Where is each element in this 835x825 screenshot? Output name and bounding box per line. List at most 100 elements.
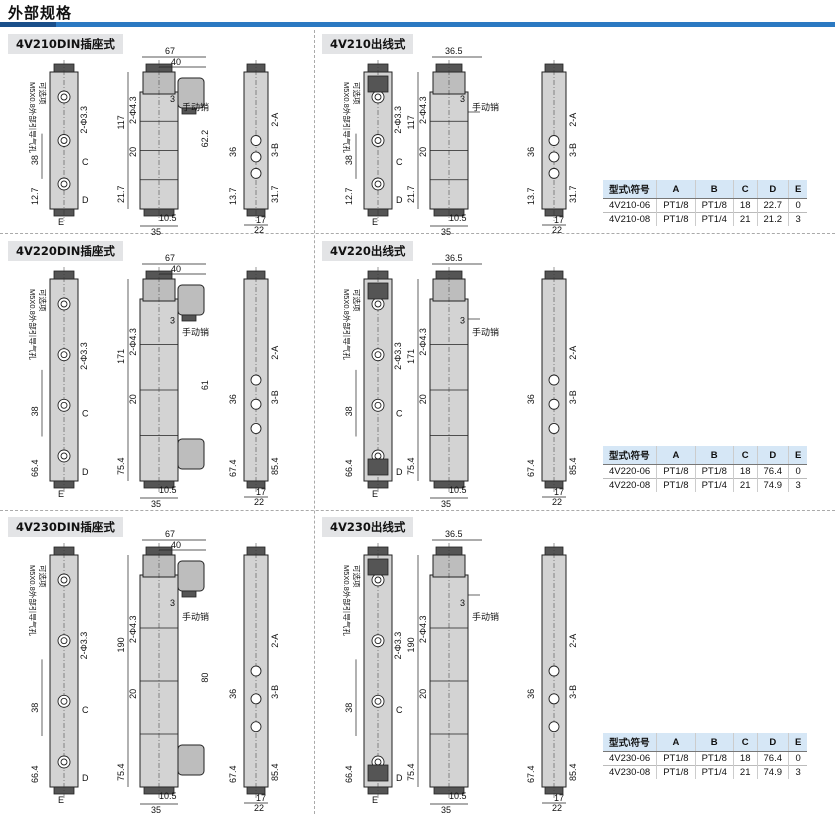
right-port — [250, 721, 262, 733]
dim-mid-hole: 2-Φ4.3 — [128, 328, 138, 356]
dim-bottom-b: 35 — [441, 227, 451, 237]
column-header: C — [732, 733, 757, 752]
table-cell: 76.4 — [756, 751, 789, 766]
drawing: M5X0.8外部引导气孔可选项3866.42-Φ3.3CDE674061手动销3… — [28, 253, 280, 509]
table-cell: 3 — [788, 478, 808, 492]
din-connector-cable — [181, 314, 197, 322]
table-cell: PT1/8 — [656, 464, 696, 479]
dim-right-port-b: 3-B — [270, 390, 280, 404]
column-header: C — [732, 180, 757, 199]
label-port-d: D — [396, 773, 403, 783]
dim-bottom-b: 35 — [441, 499, 451, 509]
dim-left-low: 66.4 — [30, 459, 40, 477]
exhaust-note: M5X0.8外部引导气孔 — [342, 565, 352, 636]
connector-block — [367, 282, 389, 300]
column-header: D — [756, 180, 789, 199]
dim-mid-hole: 2-Φ4.3 — [418, 96, 428, 124]
right-port — [250, 374, 262, 386]
dim-bottom-a: 10.5 — [449, 213, 467, 223]
label-port-3: 3 — [460, 315, 465, 325]
right-port — [548, 374, 560, 386]
section-title: 4V210DIN插座式 — [8, 34, 123, 54]
dim-right-h2: 67.4 — [526, 765, 536, 783]
right-port — [548, 167, 560, 179]
left-port-inner — [60, 697, 68, 705]
right-port — [548, 135, 560, 146]
dim-bottom-a: 10.5 — [449, 791, 467, 801]
right-port — [548, 665, 560, 677]
table-cell: 3 — [788, 212, 808, 226]
column-divider — [314, 30, 315, 814]
connector-block — [367, 75, 389, 93]
din-connector-2 — [177, 438, 205, 470]
dim-right-h2: 13.7 — [228, 187, 238, 205]
table-cell: 4V210-08 — [603, 212, 657, 226]
left-port-inner — [374, 137, 382, 144]
dim-total-height: 190 — [116, 637, 126, 652]
exhaust-note: M5X0.8外部引导气孔 — [28, 565, 38, 636]
dim-right-w1: 17 — [554, 215, 564, 225]
exhaust-note: M5X0.8外部引导气孔 — [342, 82, 352, 153]
dim-left-hole: 2-Φ3.3 — [393, 342, 403, 370]
dim-right-w2: 22 — [254, 497, 264, 507]
drawing-group: M5X0.8外部引导气孔可选项3812.72-Φ3.3CDE674062.2手动… — [28, 46, 280, 237]
din-connector-cable — [181, 107, 197, 115]
table-cell: PT1/8 — [656, 198, 696, 213]
connector-block-2 — [367, 458, 389, 476]
dim-right-port-a: 2-A — [568, 634, 578, 648]
dim-bottom-a: 10.5 — [159, 791, 177, 801]
dim-left-hole: 2-Φ3.3 — [79, 106, 89, 134]
dim-right-w2: 22 — [552, 225, 562, 235]
drawing-group: M5X0.8外部引导气孔可选项3866.42-Φ3.3CDE36.5手动销319… — [342, 529, 578, 815]
dim-left-height: 38 — [30, 155, 40, 165]
table-cell: PT1/8 — [656, 751, 696, 766]
table-cell: PT1/8 — [694, 198, 734, 213]
right-port — [548, 721, 560, 733]
option-note: 可选项 — [352, 565, 362, 588]
table-cell: 76.4 — [756, 464, 789, 479]
dim-left-hole: 2-Φ3.3 — [393, 632, 403, 660]
left-port-inner — [60, 452, 68, 460]
dim-right-height: 61 — [200, 380, 210, 390]
dim-bottom-a: 10.5 — [449, 485, 467, 495]
left-port-inner — [60, 137, 68, 144]
din-connector-cable — [181, 590, 197, 598]
column-header: 型式\符号 — [603, 180, 657, 199]
table-cell: 0 — [788, 198, 808, 213]
label-manual-pin: 手动销 — [182, 101, 209, 112]
label-port-e: E — [372, 489, 378, 499]
dim-left-low: 12.7 — [344, 187, 354, 205]
dim-left-low: 66.4 — [30, 765, 40, 783]
table-cell: PT1/4 — [694, 212, 734, 226]
dim-right-h3: 85.4 — [270, 763, 280, 781]
dim-right-h1: 36 — [526, 689, 536, 699]
dim-mid-height: 20 — [128, 147, 138, 157]
dim-total-height: 171 — [406, 349, 416, 364]
din-connector — [177, 560, 205, 592]
dim-width-top: 36.5 — [445, 529, 463, 539]
page-title: 外部规格 — [8, 4, 73, 22]
dim-width-sub: 40 — [171, 264, 181, 274]
option-note: 可选项 — [38, 565, 48, 588]
label-port-c: C — [82, 408, 89, 418]
table-cell: PT1/4 — [694, 765, 734, 779]
dim-right-w1: 17 — [256, 215, 266, 225]
drawing-group: M5X0.8外部引导气孔可选项3866.42-Φ3.3CDE674080手动销3… — [28, 529, 280, 815]
table-cell: 22.7 — [756, 198, 789, 213]
dim-total-height: 117 — [116, 115, 126, 129]
option-note: 可选项 — [352, 289, 362, 312]
column-header: D — [756, 446, 789, 465]
left-port-inner — [374, 401, 382, 409]
label-port-d: D — [82, 467, 89, 477]
dim-mid-height: 20 — [128, 394, 138, 404]
dim-left-height: 38 — [344, 155, 354, 165]
drawing-group: M5X0.8外部引导气孔可选项3812.72-Φ3.3CDE36.5手动销311… — [342, 46, 578, 237]
label-port-c: C — [396, 705, 403, 715]
